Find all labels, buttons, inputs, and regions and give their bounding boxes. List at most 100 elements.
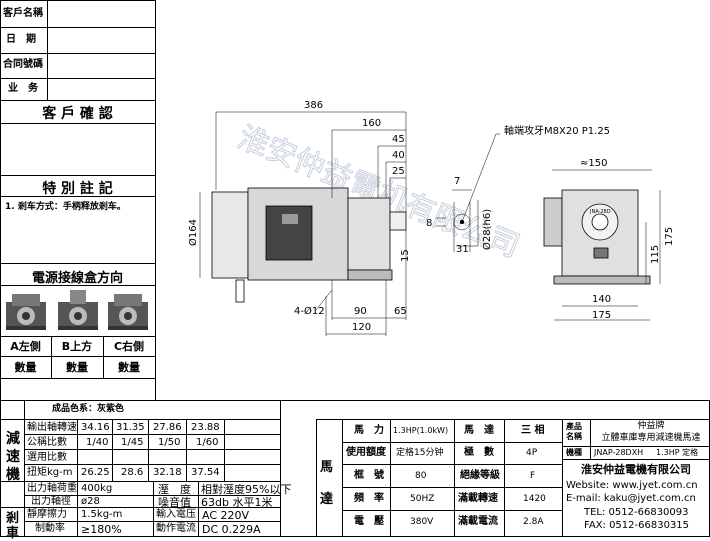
noise-label: 噪音值 xyxy=(158,496,191,509)
braking-rate-value: ≥180% xyxy=(81,523,122,536)
table-cell: 27.86 xyxy=(153,422,182,433)
table-cell: 26.25 xyxy=(81,467,110,478)
output-speed-label: 輸出軸轉速 xyxy=(27,422,77,433)
terminal-box-illustrations xyxy=(6,290,148,330)
dim-160: 160 xyxy=(362,118,381,129)
product-name: 立體車庫専用減速機馬達 xyxy=(601,433,701,443)
duty-label: 使用額度 xyxy=(346,447,386,458)
dim-15: 15 xyxy=(400,249,411,262)
output-shaft-label: 出力軸徑 xyxy=(31,496,71,507)
qty-right-label: 數量 xyxy=(118,361,140,374)
motor-icon-top xyxy=(58,290,98,330)
motor-side-1: 馬 xyxy=(320,460,334,475)
motor-type-label: 馬 達 xyxy=(464,425,494,436)
brake-side-2: 車 xyxy=(6,526,20,541)
dir-top-label: B上方 xyxy=(61,340,93,353)
brake-side-1: 剎 xyxy=(6,511,20,526)
motor-type-value: 三 相 xyxy=(521,425,545,436)
finished-color: 成品色系：灰紫色 xyxy=(52,404,125,414)
dim-175-horizontal: 175 xyxy=(592,310,611,321)
frame-label: 框 號 xyxy=(354,470,384,481)
full-load-speed-value: 1420 xyxy=(523,494,546,504)
insulation-label: 絕緣等級 xyxy=(460,470,500,481)
qty-left-label: 數量 xyxy=(14,361,37,374)
frequency-label: 頻 率 xyxy=(354,493,384,504)
table-cell: 1/45 xyxy=(121,437,144,448)
table-cell: 23.88 xyxy=(191,422,220,433)
motor-icon-right xyxy=(108,294,148,330)
remarks-title: 特 別 註 記 xyxy=(42,181,113,197)
frequency-value: 50HZ xyxy=(410,494,435,504)
torque-label: 扭矩kg-m xyxy=(27,467,73,478)
jyet-plate xyxy=(282,214,298,224)
table-cell: 31.35 xyxy=(116,422,145,433)
dim-120: 120 xyxy=(352,322,371,333)
table-cell: 34.16 xyxy=(81,422,110,433)
dim-8: 8 xyxy=(426,218,432,229)
model-label: 機種 xyxy=(566,448,582,457)
shaft-key-detail xyxy=(436,133,500,252)
table-cell: 37.54 xyxy=(191,467,220,478)
selected-ratio-label: 選用比數 xyxy=(27,452,67,463)
product-brand: 仲益牌 xyxy=(637,421,665,431)
customer-name-label: 客戶名稱 xyxy=(3,8,43,19)
dim-25: 25 xyxy=(392,166,405,177)
company-website: Website: www.jyet.com.cn xyxy=(566,480,698,491)
terminal-box-title: 電源接線盒方向 xyxy=(31,271,123,286)
motor-side-2: 達 xyxy=(320,492,334,507)
reducer-side-1: 減 xyxy=(6,431,20,447)
dim-31: 31 xyxy=(456,244,469,255)
model-rating: 1.3HP 定格 xyxy=(656,448,699,457)
contract-no-label: 合同號碼 xyxy=(3,59,43,70)
action-current-label: 動作電流 xyxy=(156,523,196,534)
output-load-label: 出力軸荷重 xyxy=(27,483,77,494)
input-voltage-label: 輸入電压 xyxy=(156,509,196,520)
motor-icon-left xyxy=(6,294,46,330)
table-cell: 1/40 xyxy=(86,437,109,448)
sales-label: 业 务 xyxy=(8,83,38,94)
motor-side-view xyxy=(211,187,407,303)
output-load-value: 400kg xyxy=(81,483,113,494)
dim-45: 45 xyxy=(392,134,405,145)
dim-7: 7 xyxy=(454,176,460,187)
braking-rate-label: 制動率 xyxy=(35,523,65,534)
full-load-current-value: 2.8A xyxy=(523,517,544,527)
table-cell: 1/60 xyxy=(196,437,219,448)
table-cell: 1/50 xyxy=(158,437,181,448)
poles-value: 4P xyxy=(526,448,538,458)
dim-28: Ø28(h6) xyxy=(481,209,493,250)
company-email: E-mail: kaku@jyet.com.cn xyxy=(566,493,696,504)
company-fax: FAX: 0512-66830315 xyxy=(584,520,690,531)
table-cell: 28.6 xyxy=(121,467,144,478)
model-value: JNAP-28DXH xyxy=(594,448,644,457)
frame-value: 80 xyxy=(415,471,427,481)
power-value: 1.3HP(1.0kW) xyxy=(393,426,449,435)
remark-1: 1. 剎车方式：手柄释放剎车。 xyxy=(5,202,126,212)
dim-150: ≈150 xyxy=(580,158,607,169)
static-friction-value: 1.5kg-m xyxy=(81,509,123,520)
poles-label: 極 數 xyxy=(464,447,494,458)
dim-115: 115 xyxy=(650,245,661,264)
dim-4-012: 4-Ø12 xyxy=(294,305,325,317)
date-label: 日 期 xyxy=(6,34,36,45)
company-tel: TEL: 0512-66830093 xyxy=(584,507,689,518)
humidity-value: 相對溼度95%以下 xyxy=(201,483,292,496)
dim-386: 386 xyxy=(304,100,323,111)
front-plate-label: JNA-28D xyxy=(589,209,611,215)
dir-left-label: A左側 xyxy=(10,340,41,353)
customer-confirm-title: 客 戶 確 認 xyxy=(42,106,113,122)
input-voltage-value: AC 220V xyxy=(202,509,250,522)
dim-164: Ø164 xyxy=(187,219,199,246)
duty-value: 定格15分钟 xyxy=(396,448,444,458)
reducer-side-2: 速 xyxy=(6,449,20,465)
dim-65: 65 xyxy=(394,306,407,317)
dim-140: 140 xyxy=(592,294,611,305)
nominal-ratio-label: 公稱比數 xyxy=(27,437,67,448)
reducer-side-3: 機 xyxy=(6,467,20,483)
dim-90: 90 xyxy=(354,306,367,317)
static-friction-label: 靜摩擦力 xyxy=(27,509,67,520)
shaft-note: 軸端攻牙M8X20 P1.25 xyxy=(504,124,610,137)
technical-drawing: 淮安仲益電机有限公司 386 160 45 40 25 Ø164 xyxy=(187,100,675,336)
dir-right-label: C右側 xyxy=(113,340,145,353)
action-current-value: DC 0.229A xyxy=(202,523,261,536)
